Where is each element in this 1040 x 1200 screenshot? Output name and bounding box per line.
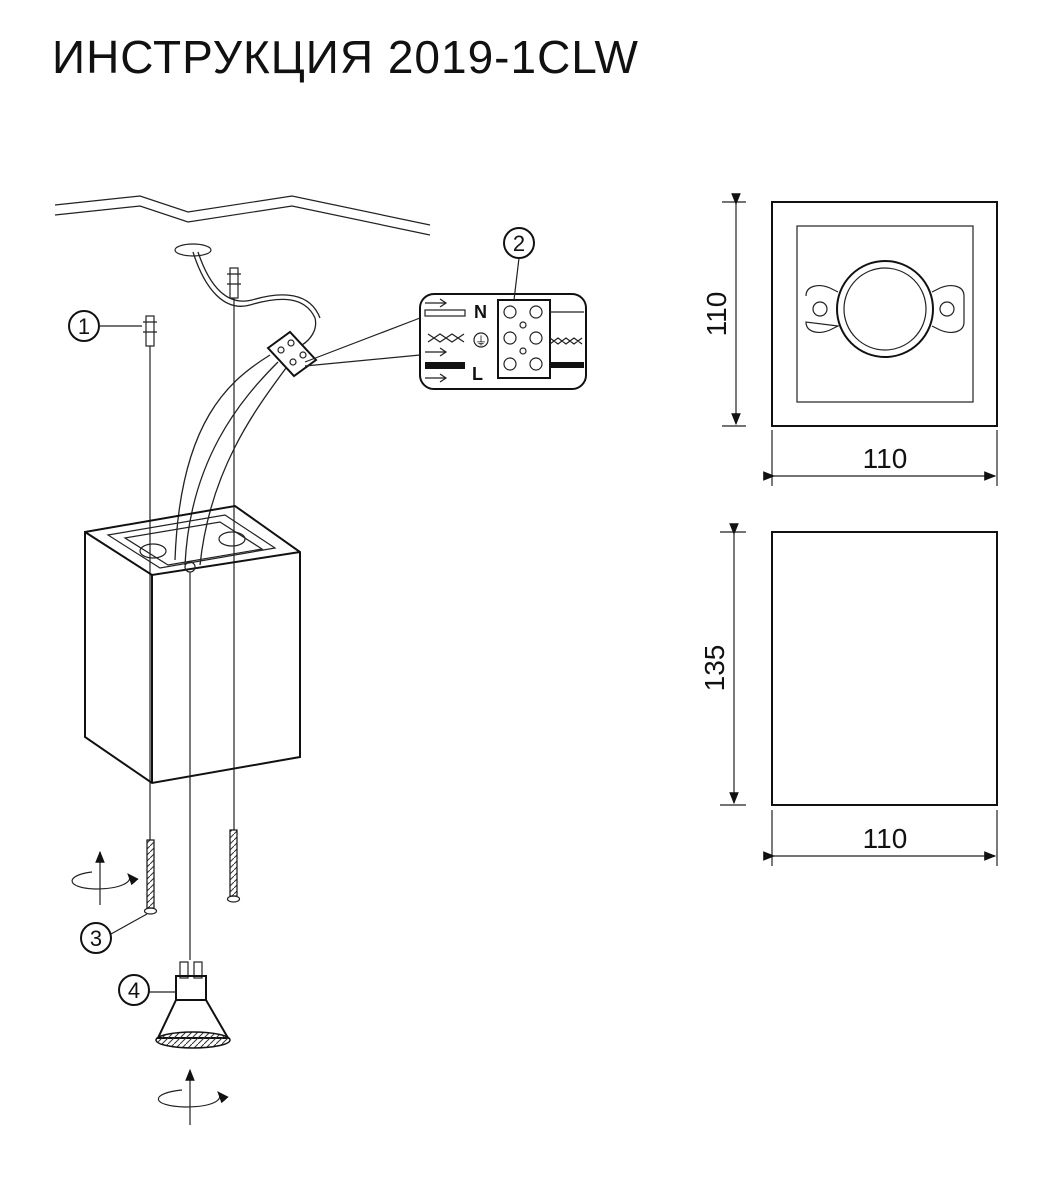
dim-top-height: 110 [701, 292, 732, 337]
screw-right [226, 829, 241, 903]
inset-wire-live [425, 362, 465, 383]
callout-screw: 3 [80, 913, 148, 954]
page-title: ИНСТРУКЦИЯ 2019-1CLW [52, 31, 639, 83]
wall-anchor-left [143, 315, 157, 840]
svg-text:4: 4 [128, 978, 140, 1003]
dim-side-width: 110 [863, 823, 908, 854]
dim-top-width: 110 [863, 443, 908, 474]
label-earth: ⏚ [475, 334, 487, 348]
label-live: L [472, 364, 483, 384]
ceiling [54, 195, 431, 257]
lamp-housing [84, 504, 301, 785]
callout-terminal-block: 2 [503, 227, 535, 301]
svg-text:2: 2 [513, 231, 525, 256]
label-neutral: N [474, 302, 487, 322]
wire-connector [266, 330, 318, 378]
screw-left [143, 839, 158, 915]
rotate-arrow-icon [71, 850, 139, 905]
wire-1 [174, 354, 271, 561]
terminal-block-inset: N ⏚ L [419, 293, 587, 390]
top-view: 110 110 [701, 193, 998, 486]
dim-side-height: 135 [699, 645, 730, 692]
wire-3 [199, 367, 287, 566]
rotate-lamp-arrow-icon [157, 1068, 229, 1125]
svg-text:3: 3 [90, 926, 102, 951]
side-view: 135 110 [699, 523, 998, 866]
gu10-lamp [155, 961, 231, 1049]
inset-wire-neutral [424, 298, 466, 317]
mains-cable [192, 251, 317, 346]
svg-text:1: 1 [78, 314, 90, 339]
wire-2 [184, 361, 279, 566]
inset-wire-earth [425, 333, 465, 357]
callout-lamp: 4 [118, 974, 176, 1006]
wall-anchor-right [227, 267, 241, 830]
mains-cable-inner [197, 251, 321, 319]
terminal-screws [503, 305, 543, 371]
callout-anchor: 1 [68, 310, 142, 342]
